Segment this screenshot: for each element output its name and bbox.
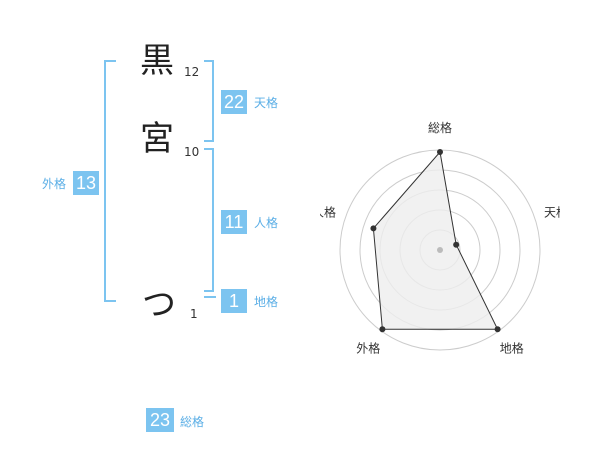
- jinkaku-value: 11: [221, 210, 247, 234]
- radar-polygon: [372, 150, 499, 330]
- radar-point-0: [437, 149, 443, 155]
- soukaku-label: 総格: [180, 415, 205, 429]
- radar-axis-labels: 総格天格地格 外格 人格: [320, 120, 560, 356]
- name-char-2: 宮: [140, 119, 174, 159]
- stroke-count-1: 12: [184, 65, 200, 79]
- radar-axis-label-3: 外格: [356, 341, 380, 356]
- radar-axis-label-2: 地格: [500, 341, 524, 356]
- radar-point-3: [379, 326, 386, 333]
- chikaku-value: 1: [221, 289, 247, 313]
- soukaku-value: 23: [146, 408, 174, 432]
- radar-axis-label-1: 天格: [544, 204, 560, 219]
- chikaku-bracket: [204, 296, 216, 298]
- tenkaku-bracket: [204, 60, 214, 142]
- radar-axis-label-0: 総格: [428, 120, 452, 135]
- tenkaku-label: 天格: [254, 96, 279, 110]
- radar-axis-label-4: 人格: [320, 204, 336, 219]
- radar-chart: 総格天格地格 外格 人格: [320, 120, 560, 356]
- radar-center: [437, 247, 443, 253]
- stroke-count-2: 10: [184, 145, 200, 159]
- stroke-count-3: 1: [190, 307, 198, 321]
- gaikaku-label: 外格: [42, 177, 67, 191]
- radar-points: [370, 149, 501, 333]
- radar-point-4: [370, 225, 377, 232]
- gaikaku-value: 13: [73, 171, 99, 195]
- name-char-1: 黒: [140, 41, 174, 81]
- radar-point-2: [494, 326, 501, 333]
- jinkaku-label: 人格: [254, 216, 279, 230]
- chikaku-label: 地格: [254, 295, 279, 309]
- name-char-3: つ: [142, 285, 176, 325]
- radar-point-1: [453, 241, 460, 248]
- tenkaku-value: 22: [221, 90, 247, 114]
- gaikaku-bracket: [104, 60, 116, 302]
- jinkaku-bracket: [204, 148, 214, 292]
